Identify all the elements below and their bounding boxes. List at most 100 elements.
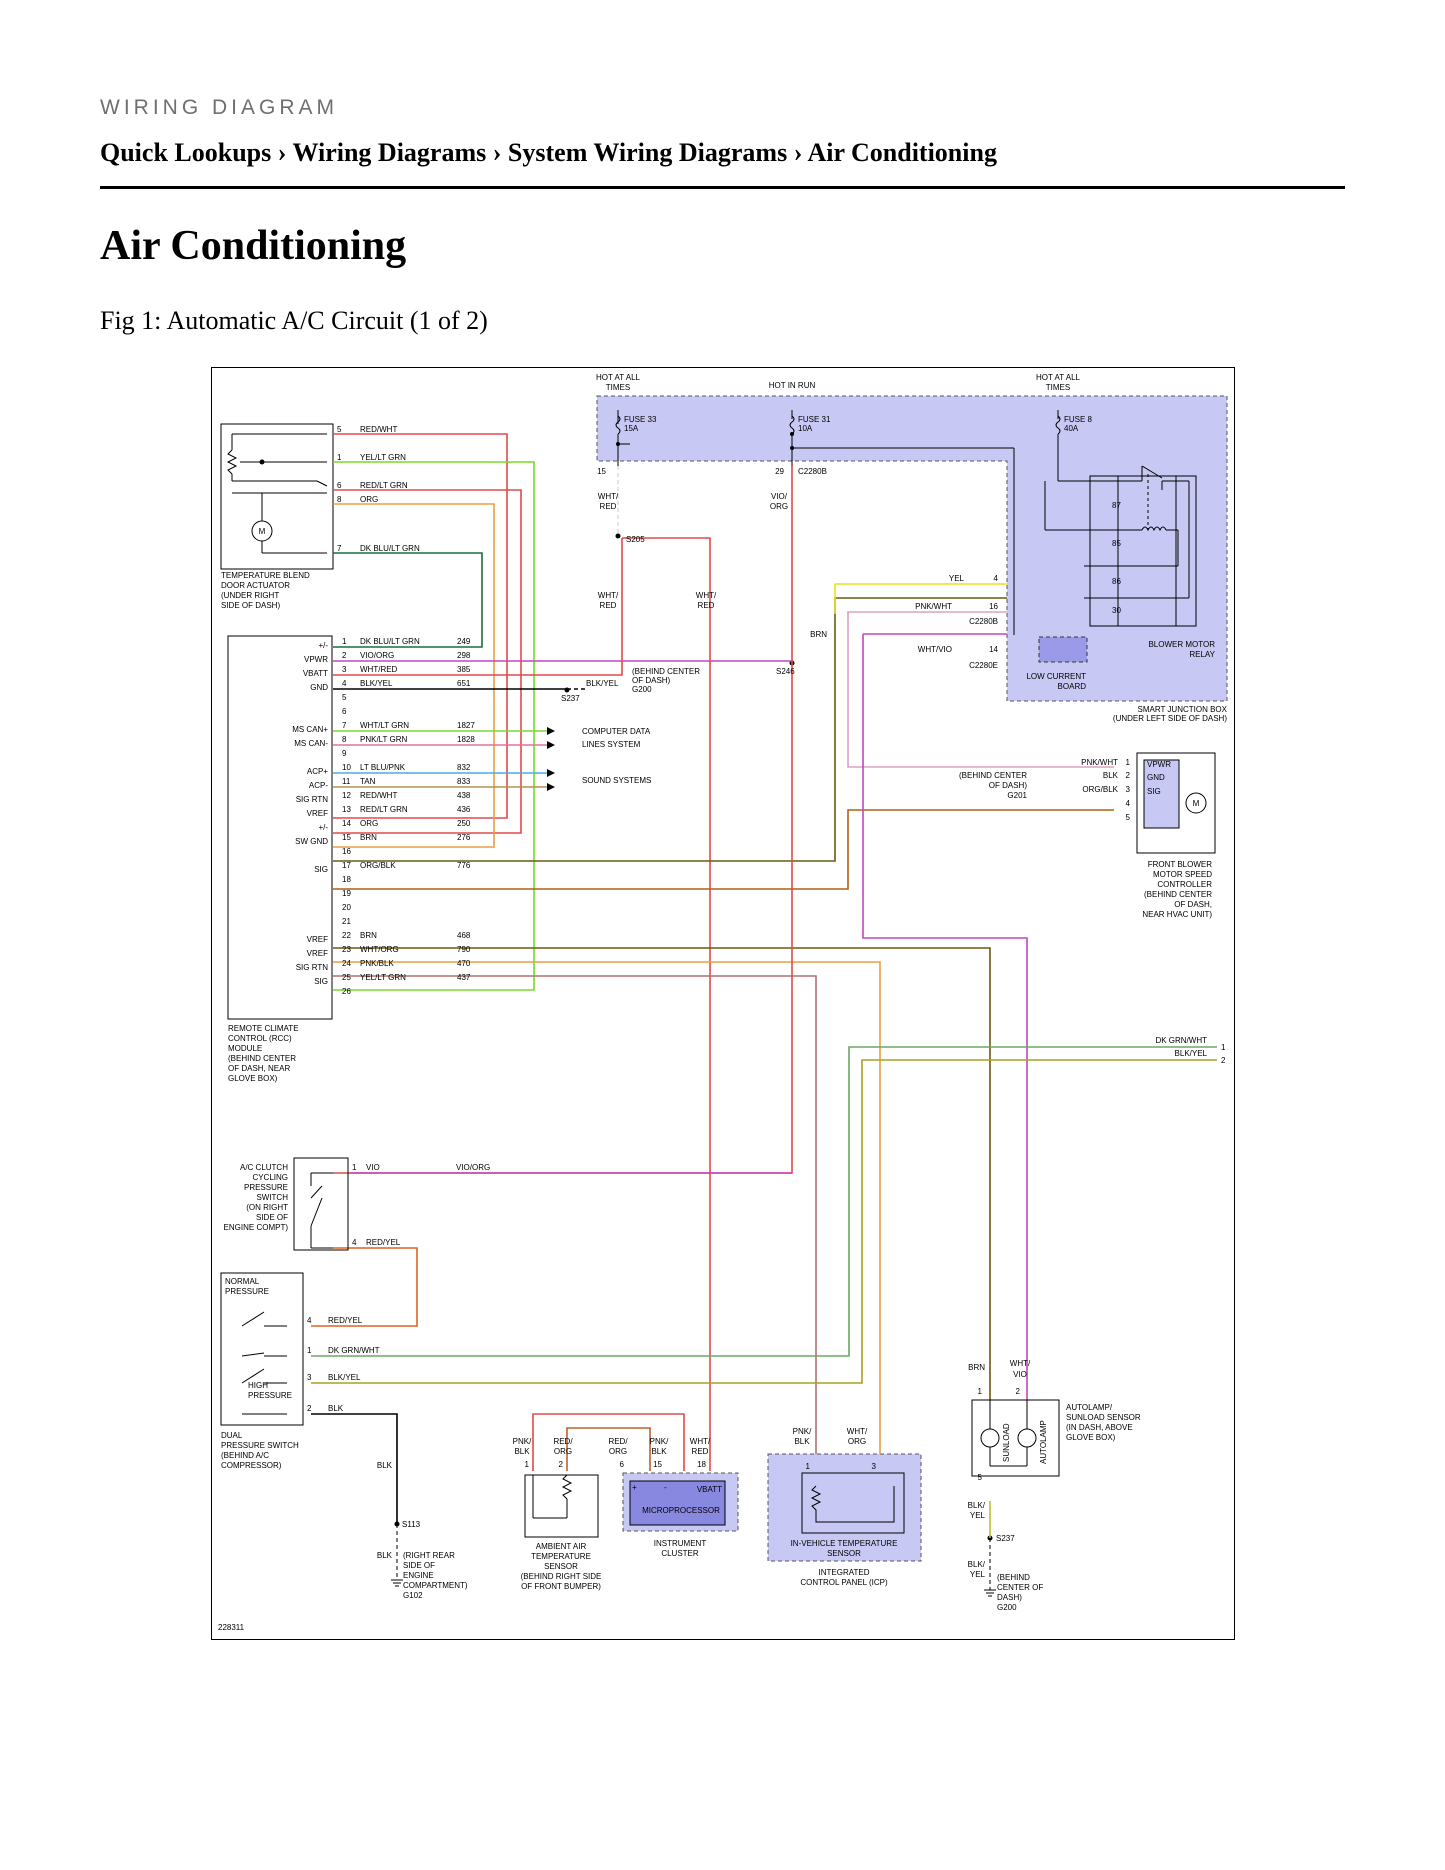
- cycling-switch-label: PRESSURE: [244, 1183, 288, 1192]
- wire-label: YEL: [949, 574, 965, 583]
- wire-label: RED/YEL: [366, 1238, 401, 1247]
- function-label: VREF: [307, 935, 328, 944]
- wire-label: PNK/: [793, 1427, 812, 1436]
- blower-controller-label: FRONT BLOWER: [1148, 860, 1213, 869]
- hot-at-all-times-label: HOT AT ALL: [1036, 373, 1081, 382]
- pin-label: 1: [978, 1387, 983, 1396]
- icp-label: CONTROL PANEL (ICP): [800, 1578, 888, 1587]
- pin-label: 19: [342, 889, 351, 898]
- wire-label: VIO/: [771, 492, 788, 501]
- pin-label: 3: [342, 665, 347, 674]
- pin-label: 11: [342, 777, 351, 786]
- wire-label: LT BLU/PNK: [360, 763, 406, 772]
- ground-g200-label: G200: [997, 1603, 1017, 1612]
- wire-label: WHT/: [847, 1427, 868, 1436]
- wire-label: VIO: [1013, 1370, 1027, 1379]
- icp-area: [767, 1453, 922, 1562]
- breadcrumb-separator: ›: [492, 138, 502, 167]
- pin-label: 5: [337, 425, 342, 434]
- ground-dashes: [396, 1524, 991, 1590]
- figure-caption: Fig 1: Automatic A/C Circuit (1 of 2): [100, 306, 488, 335]
- function-label: SIG RTN: [296, 795, 329, 804]
- icp-label: INTEGRATED: [819, 1568, 870, 1577]
- sunload-label: SUNLOAD: [1002, 1423, 1011, 1462]
- ground-g102-label: ENGINE: [403, 1571, 434, 1580]
- cycling-switch-label: SIDE OF: [256, 1213, 288, 1222]
- pin-label: 1: [337, 453, 342, 462]
- pin-label: 16: [342, 847, 351, 856]
- splice-label: S205: [626, 535, 645, 544]
- pin-label: 1: [307, 1346, 312, 1355]
- pin-label: 1: [806, 1462, 811, 1471]
- pin-label: 6: [620, 1460, 625, 1469]
- pin-label: 25: [342, 973, 351, 982]
- high-pressure-label: HIGH: [248, 1381, 268, 1390]
- polarity-label: -: [664, 1483, 667, 1492]
- breadcrumb-separator: ›: [277, 138, 287, 167]
- ambient-sensor-label: AMBIENT AIR: [536, 1542, 587, 1551]
- wire-label: PNK/: [513, 1437, 532, 1446]
- circuit-label: 250: [457, 819, 471, 828]
- function-label: MS CAN-: [294, 739, 328, 748]
- circuit-label: 1827: [457, 721, 475, 730]
- ground-g200-label: (BEHIND: [997, 1573, 1030, 1582]
- circuit-label: 651: [457, 679, 471, 688]
- function-label: VREF: [307, 809, 328, 818]
- wire-label: BLK: [514, 1447, 530, 1456]
- pin-label: 1: [342, 637, 347, 646]
- pin-label: 4: [342, 679, 347, 688]
- pin-label: 8: [342, 735, 347, 744]
- figure-id: 228311: [218, 1623, 245, 1632]
- ground-g102-label: (RIGHT REAR: [403, 1551, 455, 1560]
- ground-g201-label: OF DASH): [989, 781, 1028, 790]
- wire-label: BLK/YEL: [328, 1373, 361, 1382]
- dual-pressure-switch: [220, 1272, 304, 1426]
- wire-label: RED/YEL: [328, 1316, 363, 1325]
- ambient-air-sensor: [524, 1474, 599, 1538]
- pin-label: 4: [307, 1316, 312, 1325]
- blend-actuator-label: DOOR ACTUATOR: [221, 581, 290, 590]
- cycling-switch-label: (ON RIGHT: [246, 1203, 288, 1212]
- wire-label: BLK/YEL: [360, 679, 393, 688]
- relay-pin-label: 85: [1112, 539, 1121, 548]
- computer-data-label: LINES SYSTEM: [582, 740, 641, 749]
- connector-label: C2280E: [969, 661, 998, 670]
- sjb-label: (UNDER LEFT SIDE OF DASH): [1113, 714, 1227, 723]
- circuit-label: 468: [457, 931, 471, 940]
- pin-label: 21: [342, 917, 351, 926]
- function-label: ACP+: [307, 767, 328, 776]
- splice-label: S113: [402, 1520, 421, 1529]
- blend-actuator-label: TEMPERATURE BLEND: [221, 571, 310, 580]
- relay-pin-label: 30: [1112, 606, 1121, 615]
- breadcrumb-air-conditioning[interactable]: Air Conditioning: [807, 138, 997, 167]
- ground-g200-label: G200: [632, 685, 652, 694]
- rcc-label: MODULE: [228, 1044, 262, 1053]
- ground-g200-label: CENTER OF: [997, 1583, 1043, 1592]
- hot-at-all-times-label: TIMES: [606, 383, 630, 392]
- ground-g200-label: (BEHIND CENTER: [632, 667, 700, 676]
- function-label: VBATT: [303, 669, 328, 678]
- cycling-pressure-switch: [293, 1157, 349, 1251]
- function-label: SIG RTN: [296, 963, 329, 972]
- autolamp-sunload-sensor: [971, 1399, 1060, 1477]
- pin-label: 2: [1016, 1387, 1021, 1396]
- pin-label: 3: [872, 1462, 877, 1471]
- breadcrumb-wiring-diagrams[interactable]: Wiring Diagrams: [292, 138, 487, 167]
- blower-controller-label: MOTOR SPEED: [1153, 870, 1212, 879]
- cycling-switch-label: CYCLING: [252, 1173, 288, 1182]
- circuit-label: 438: [457, 791, 471, 800]
- pin-label: 14: [989, 645, 998, 654]
- pin-label: 5: [1126, 813, 1131, 822]
- wire-label: DK GRN/WHT: [1155, 1036, 1207, 1045]
- wire-label: WHT/: [598, 591, 619, 600]
- wire-label: TAN: [360, 777, 376, 786]
- function-label: SIG: [314, 977, 328, 986]
- wire-label: YEL/LT GRN: [360, 453, 406, 462]
- dual-switch-label: (BEHIND A/C: [221, 1451, 269, 1460]
- breadcrumb-system-wiring-diagrams[interactable]: System Wiring Diagrams: [507, 138, 788, 167]
- breadcrumb-quick-lookups[interactable]: Quick Lookups: [100, 138, 272, 167]
- circuit-label: 833: [457, 777, 471, 786]
- wire-label: BLK: [377, 1551, 393, 1560]
- low-current-board-label: BOARD: [1058, 682, 1087, 691]
- pin-label: 1: [525, 1460, 530, 1469]
